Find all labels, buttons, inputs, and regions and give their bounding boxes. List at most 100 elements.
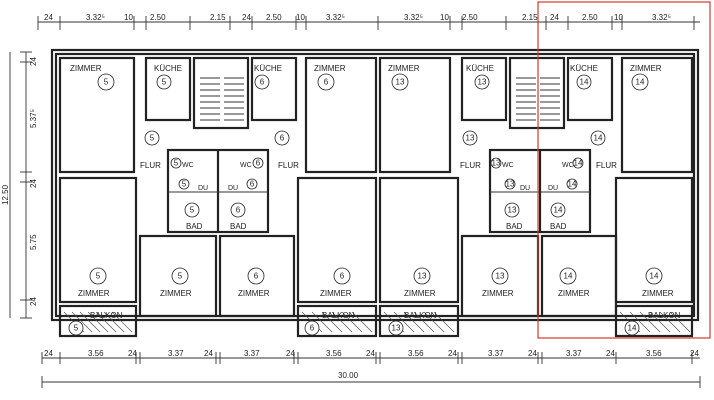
- dim-top-10: 3.32⁵: [404, 13, 423, 22]
- svg-text:14: 14: [594, 134, 603, 143]
- unit-markers: 5 5 6 6 13 13 14 14 5 6 13 14 5 6 13 14 …: [68, 73, 663, 336]
- label-kueche-1: KÜCHE: [154, 64, 182, 73]
- svg-text:6: 6: [340, 272, 345, 281]
- label-bad-4: BAD: [550, 222, 567, 231]
- dim-bottom-7: 24: [286, 349, 295, 358]
- label-wc-3: WC: [502, 162, 514, 169]
- unit-marker: 6: [246, 178, 258, 190]
- label-kueche-3: KÜCHE: [466, 64, 494, 73]
- svg-text:13: 13: [496, 272, 505, 281]
- dim-left-1: 24: [29, 57, 38, 66]
- dim-top-13: 2.15: [522, 13, 538, 22]
- label-wc-4: WC: [562, 162, 574, 169]
- unit-marker: 5: [156, 74, 172, 90]
- dim-bottom-3: 24: [128, 349, 137, 358]
- label-du-2: DU: [228, 185, 238, 192]
- unit-marker: 6: [274, 130, 290, 146]
- unit-marker: 5: [68, 320, 84, 336]
- label-bad-1: BAD: [186, 222, 203, 231]
- svg-text:14: 14: [564, 272, 573, 281]
- left-dimensions: 24 5.37⁵ 24 5.75 24 12.50: [1, 51, 38, 319]
- label-balkon-4: BALKON: [648, 311, 681, 320]
- dim-bottom-10: 3.56: [408, 349, 424, 358]
- unit-marker: 13: [490, 157, 502, 169]
- unit-marker: 14: [624, 320, 640, 336]
- dim-bottom-9: 24: [366, 349, 375, 358]
- unit-marker: 6: [252, 157, 264, 169]
- label-zimmer-6: ZIMMER: [160, 289, 192, 298]
- unit-marker: 14: [645, 267, 663, 285]
- label-zimmer-11: ZIMMER: [558, 289, 590, 298]
- room-labels: ZIMMER KÜCHE KÜCHE ZIMMER ZIMMER KÜCHE K…: [70, 64, 681, 320]
- svg-text:6: 6: [254, 272, 259, 281]
- svg-text:6: 6: [250, 180, 255, 189]
- dim-top-6: 24: [242, 13, 251, 22]
- unit-marker: 14: [590, 130, 606, 146]
- svg-text:6: 6: [236, 206, 241, 215]
- unit-marker: 13: [504, 178, 516, 190]
- label-balkon-2: BALKON: [322, 311, 355, 320]
- svg-text:13: 13: [506, 180, 515, 189]
- unit-marker: 5: [170, 157, 182, 169]
- dim-overall-width: 30.00: [338, 371, 359, 380]
- svg-text:13: 13: [466, 134, 475, 143]
- label-zimmer-3: ZIMMER: [388, 64, 420, 73]
- label-bad-3: BAD: [506, 222, 523, 231]
- svg-text:13: 13: [392, 324, 401, 333]
- label-zimmer-9: ZIMMER: [404, 289, 436, 298]
- unit-marker: 14: [559, 267, 577, 285]
- label-zimmer-1: ZIMMER: [70, 64, 102, 73]
- label-flur-2: FLUR: [278, 161, 299, 170]
- stair-treads: [200, 77, 560, 121]
- dim-top-17: 3.32⁵: [652, 13, 671, 22]
- svg-text:13: 13: [478, 78, 487, 87]
- svg-text:13: 13: [418, 272, 427, 281]
- svg-text:6: 6: [256, 159, 261, 168]
- svg-text:5: 5: [104, 78, 109, 87]
- unit-marker: 13: [388, 320, 404, 336]
- svg-text:5: 5: [162, 78, 167, 87]
- label-wc-2: WC: [240, 162, 252, 169]
- interior-walls: [58, 56, 694, 338]
- dim-top-15: 2.50: [582, 13, 598, 22]
- svg-text:5: 5: [190, 206, 195, 215]
- dim-top-1: 24: [44, 13, 53, 22]
- label-balkon-3: BALKON: [404, 311, 437, 320]
- dim-top-16: 10: [614, 13, 623, 22]
- label-flur-4: FLUR: [596, 161, 617, 170]
- label-du-4: DU: [548, 185, 558, 192]
- unit-marker: 13: [504, 202, 520, 218]
- unit-marker: 14: [631, 73, 649, 91]
- svg-text:14: 14: [636, 78, 645, 87]
- label-zimmer-2: ZIMMER: [314, 64, 346, 73]
- unit-marker: 13: [391, 73, 409, 91]
- dim-bottom-4: 3.37: [168, 349, 184, 358]
- label-balkon-1: BALKON: [90, 311, 123, 320]
- dim-top-5: 2.15: [210, 13, 226, 22]
- dim-bottom-12: 3.37: [488, 349, 504, 358]
- svg-text:5: 5: [174, 159, 179, 168]
- label-du-1: DU: [198, 185, 208, 192]
- unit-marker: 14: [566, 178, 578, 190]
- svg-text:14: 14: [650, 272, 659, 281]
- unit-marker: 6: [247, 267, 265, 285]
- label-bad-2: BAD: [230, 222, 247, 231]
- label-zimmer-10: ZIMMER: [482, 289, 514, 298]
- dim-bottom-6: 3.37: [244, 349, 260, 358]
- dim-top-11: 10: [440, 13, 449, 22]
- dim-bottom-15: 24: [606, 349, 615, 358]
- dim-left-4: 5.75: [29, 234, 38, 250]
- svg-text:5: 5: [74, 324, 79, 333]
- dim-top-9: 3.32⁵: [326, 13, 345, 22]
- svg-text:6: 6: [324, 78, 329, 87]
- unit-marker: 6: [230, 202, 246, 218]
- top-dimensions: 24 3.32⁵ 10 2.50 2.15 24 2.50 10 3.32⁵ 3…: [37, 13, 700, 30]
- label-zimmer-8: ZIMMER: [320, 289, 352, 298]
- dim-top-4: 2.50: [150, 13, 166, 22]
- svg-text:14: 14: [628, 324, 637, 333]
- highlight-frame: [537, 1, 711, 339]
- dim-top-3: 10: [124, 13, 133, 22]
- unit-marker: 6: [304, 320, 320, 336]
- dim-top-12: 2.50: [462, 13, 478, 22]
